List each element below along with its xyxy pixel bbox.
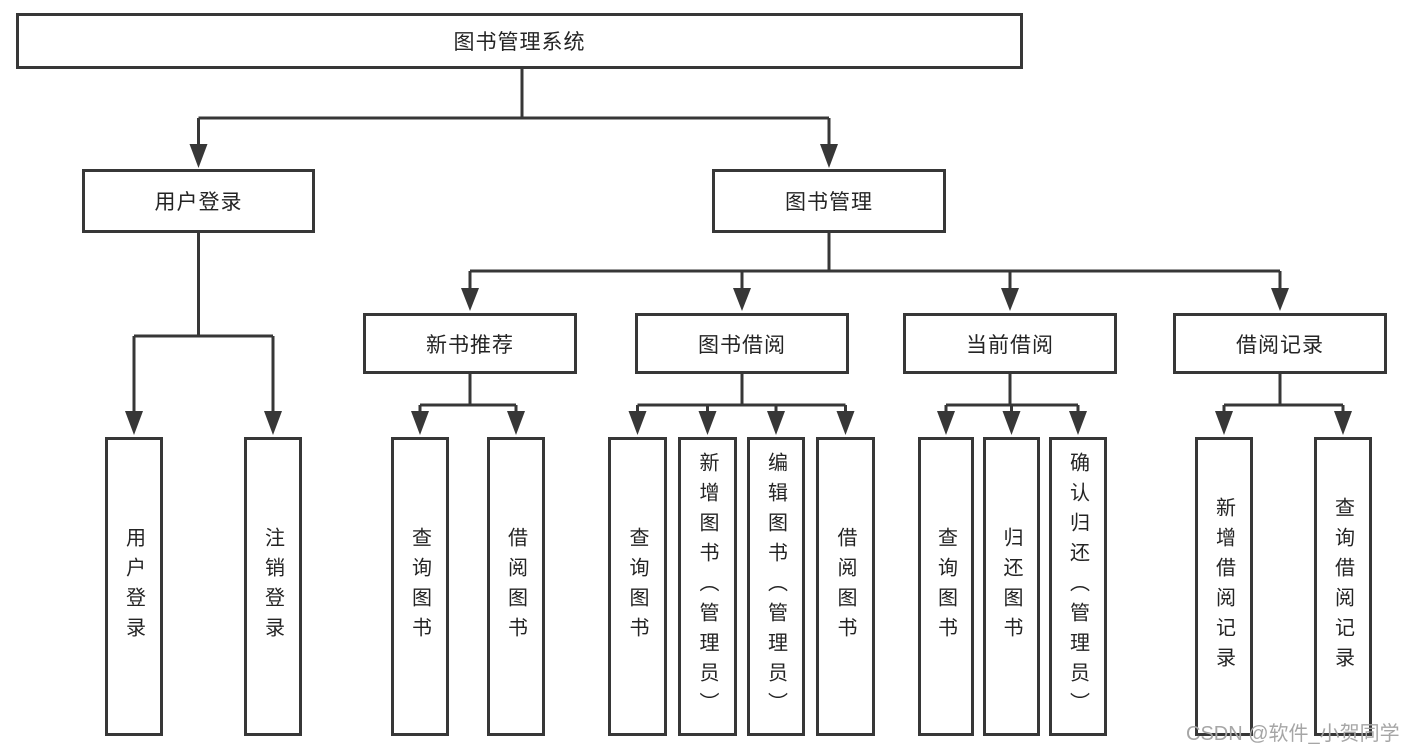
arrow-down-icon xyxy=(411,411,429,435)
leaf-add-books-admin: 新增图书（管理员） xyxy=(678,437,737,736)
arrow-down-icon xyxy=(628,411,647,435)
node-user-login: 用户登录 xyxy=(82,169,315,233)
arrow-down-icon xyxy=(1215,411,1233,435)
leaf-add-borrow-record: 新增借阅记录 xyxy=(1195,437,1253,736)
arrow-down-icon xyxy=(507,411,525,435)
node-book-borrowing: 图书借阅 xyxy=(635,313,849,374)
leaf-borrow-books: 借阅图书 xyxy=(816,437,875,736)
connector-borrowing-to-leaves xyxy=(636,374,847,412)
arrow-down-icon xyxy=(189,144,208,168)
node-library-management-system: 图书管理系统 xyxy=(16,13,1023,69)
leaf-return-books: 归还图书 xyxy=(983,437,1040,736)
leaf-query-books: 查询图书 xyxy=(608,437,667,736)
arrow-down-icon xyxy=(820,144,838,168)
arrow-down-icon xyxy=(461,288,479,311)
arrow-down-icon xyxy=(937,411,955,435)
node-book-management: 图书管理 xyxy=(712,169,946,233)
arrowheads xyxy=(125,144,1352,435)
leaf-user-login: 用户登录 xyxy=(105,437,163,736)
connector-recommend-to-leaves xyxy=(418,374,518,412)
arrow-down-icon xyxy=(125,411,143,435)
arrow-down-icon xyxy=(264,411,282,435)
arrow-down-icon xyxy=(1001,288,1019,311)
node-new-book-recommendation: 新书推荐 xyxy=(363,313,577,374)
node-current-borrowing: 当前借阅 xyxy=(903,313,1117,374)
connector-mgmt-to-sections xyxy=(468,233,1282,290)
leaf-query-borrow-record: 查询借阅记录 xyxy=(1314,437,1372,736)
connector-root-to-level2 xyxy=(197,67,831,146)
arrow-down-icon xyxy=(1334,411,1352,435)
arrow-down-icon xyxy=(1271,288,1289,311)
arrow-down-icon xyxy=(1069,411,1087,435)
leaf-logout: 注销登录 xyxy=(244,437,302,736)
connector-current-to-leaves xyxy=(944,374,1080,412)
arrow-down-icon xyxy=(698,411,717,435)
watermark: CSDN @软件_小贺同学 xyxy=(1186,723,1400,745)
node-borrowing-records: 借阅记录 xyxy=(1173,313,1387,374)
leaf-query-books: 查询图书 xyxy=(918,437,974,736)
leaf-borrow-books: 借阅图书 xyxy=(487,437,545,736)
connector-login-to-leaves xyxy=(132,233,275,412)
leaf-query-books: 查询图书 xyxy=(391,437,449,736)
arrow-down-icon xyxy=(767,411,785,435)
arrow-down-icon xyxy=(1002,411,1021,435)
arrow-down-icon xyxy=(836,411,855,435)
arrow-down-icon xyxy=(733,288,751,311)
leaf-edit-books-admin: 编辑图书（管理员） xyxy=(747,437,805,736)
connector-records-to-leaves xyxy=(1222,374,1345,412)
leaf-confirm-return-admin: 确认归还（管理员） xyxy=(1049,437,1107,736)
